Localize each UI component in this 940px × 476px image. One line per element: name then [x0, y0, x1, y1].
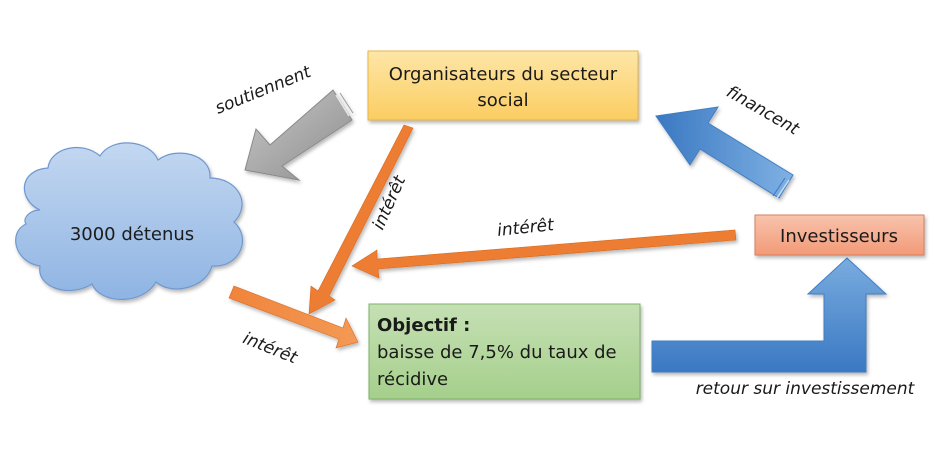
objectif-line1: baisse de 7,5% du taux de: [377, 342, 617, 363]
detenus-label: 3000 détenus: [70, 224, 194, 245]
label-soutiennent: soutiennent: [212, 62, 315, 119]
financent-arrow: [655, 106, 794, 199]
interet-inv-arrow: [351, 229, 737, 279]
label-interet-det: intérêt: [240, 328, 301, 368]
soutiennent-arrow: [244, 89, 354, 181]
interet-det-arrow: [228, 285, 359, 349]
objectif-box: Objectif : baisse de 7,5% du taux de réc…: [368, 303, 641, 400]
investisseurs-label: Investisseurs: [780, 226, 898, 247]
objectif-line2: récidive: [377, 369, 448, 390]
detenus-cloud: 3000 détenus: [15, 142, 244, 301]
organisateurs-box: Organisateurs du secteur social: [367, 50, 639, 121]
organisateurs-line1: Organisateurs du secteur: [389, 64, 618, 85]
interet-org-arrow: [308, 124, 414, 315]
label-retour: retour sur investissement: [696, 379, 916, 399]
organisateurs-line2: social: [477, 90, 528, 111]
retour-arrow: [651, 257, 888, 373]
label-interet-inv: intérêt: [496, 215, 556, 241]
investisseurs-box: Investisseurs: [754, 214, 925, 256]
label-financent: financent: [723, 82, 804, 140]
objectif-title: Objectif :: [377, 315, 470, 336]
